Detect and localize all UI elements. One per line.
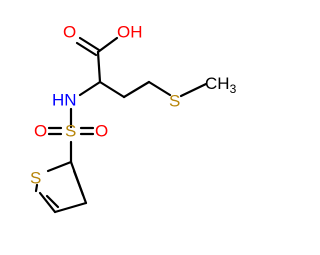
ring-double-c4-c5: [45, 194, 60, 209]
atom-ch3: CH3: [205, 74, 237, 97]
atom-s-thiophene: S: [30, 169, 41, 188]
ring-double-c2-c3: [72, 169, 85, 197]
atom-labels: O OH HN S CH3 S O O S: [30, 23, 237, 188]
atom-s-sulfonyl: S: [65, 122, 76, 141]
atom-o-sulfonyl-right: O: [95, 122, 108, 141]
ring-c5-c4: [38, 191, 57, 214]
bond-ch2-s: [147, 80, 172, 97]
bond-c-o-double-1: [78, 36, 101, 52]
bond-s-ch3: [179, 82, 208, 98]
bond-c-oh: [96, 36, 119, 54]
bond-alpha-ch2: [98, 80, 126, 99]
atom-ch3-main: CH: [205, 74, 230, 93]
bond-alpha-n: [78, 80, 102, 97]
structure-diagram: O OH HN S CH3 S O O S: [30, 23, 237, 214]
atom-hn: HN: [52, 91, 77, 110]
bond-c-o-double-2: [75, 41, 98, 57]
ring-s1-c5: [34, 183, 39, 193]
atom-o-carbonyl: O: [63, 23, 76, 42]
atom-ch3-subscript: 3: [230, 82, 237, 96]
ring-c2-s1: [46, 160, 73, 173]
molecule-svg: O OH HN S CH3 S O O S: [30, 23, 237, 214]
bonds: [34, 36, 208, 214]
bond-ch2-ch2: [122, 80, 151, 99]
ring-c4-c3: [53, 201, 88, 214]
atom-oh: OH: [117, 23, 143, 42]
atom-o-sulfonyl-left: O: [34, 122, 47, 141]
bond-carboxyl-alpha: [96, 50, 102, 84]
atom-s-thioether: S: [169, 92, 180, 111]
